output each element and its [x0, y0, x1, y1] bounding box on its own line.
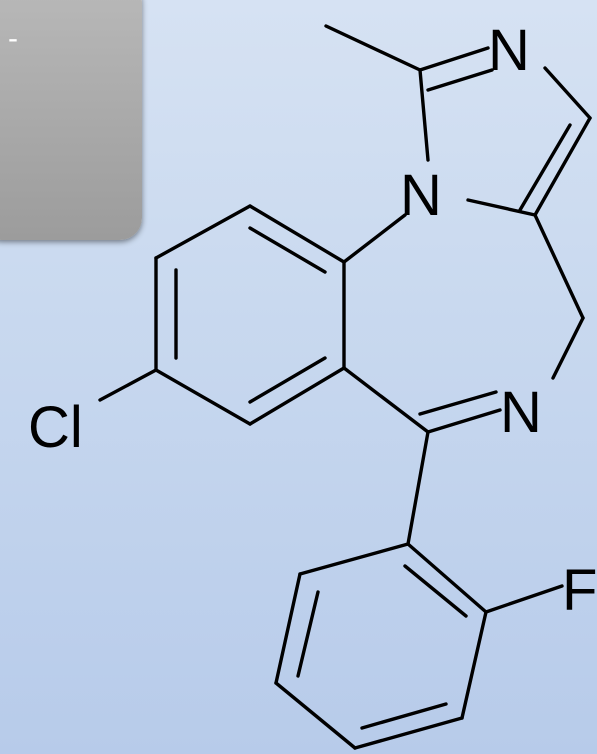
panel-label: - — [8, 22, 18, 55]
atom-n-ring: N — [400, 163, 442, 228]
bond-phenyl-6-inner — [403, 564, 468, 618]
bond-ch2-n-imine — [551, 316, 585, 380]
atom-n-top: N — [488, 18, 530, 83]
atom-n-imine: N — [500, 380, 542, 445]
atom-cl: Cl — [28, 395, 83, 460]
gray-panel[interactable]: - — [0, 0, 142, 240]
bond-c4-c5 — [533, 116, 592, 217]
bond-phenyl-3 — [274, 681, 357, 750]
bond-phenyl-2 — [274, 572, 302, 685]
bond-methyl — [324, 24, 422, 72]
bond-benzo-1 — [248, 204, 346, 264]
bond-cl — [98, 368, 158, 402]
bond-phenyl-5 — [460, 610, 488, 720]
bond-benzo-5 — [248, 366, 346, 426]
bond-n-imine-c6 — [426, 408, 502, 434]
bond-phenyl-4-inner — [360, 702, 448, 730]
bond-c2-n-top — [418, 46, 490, 72]
bond-n-top-c4 — [543, 66, 592, 120]
bond-n-imine-c6-double — [418, 390, 498, 416]
bond-c2-n-top-double — [426, 68, 494, 92]
bond-benzo-1-inner — [248, 226, 327, 274]
bond-benzo-2 — [154, 204, 252, 260]
bond-c4-c5-double — [518, 123, 572, 212]
bond-phenyl-6 — [406, 542, 488, 614]
bond-phenyl-1 — [298, 542, 410, 576]
bond-phenyl-2-inner — [296, 590, 320, 678]
bond-c5-ch2 — [533, 213, 585, 320]
bond-c6-benzo — [342, 366, 430, 434]
bond-c2-n-ring — [418, 68, 430, 162]
atom-f: F — [562, 558, 597, 623]
bond-n-ring-benzo — [342, 213, 407, 264]
bond-c5-n-ring — [466, 198, 537, 217]
bond-f — [484, 584, 564, 614]
bond-benzo-4 — [154, 368, 252, 426]
bond-phenyl-4 — [353, 716, 464, 750]
bond-c6-phenyl — [406, 430, 430, 546]
bond-benzo-5-inner — [248, 356, 327, 404]
